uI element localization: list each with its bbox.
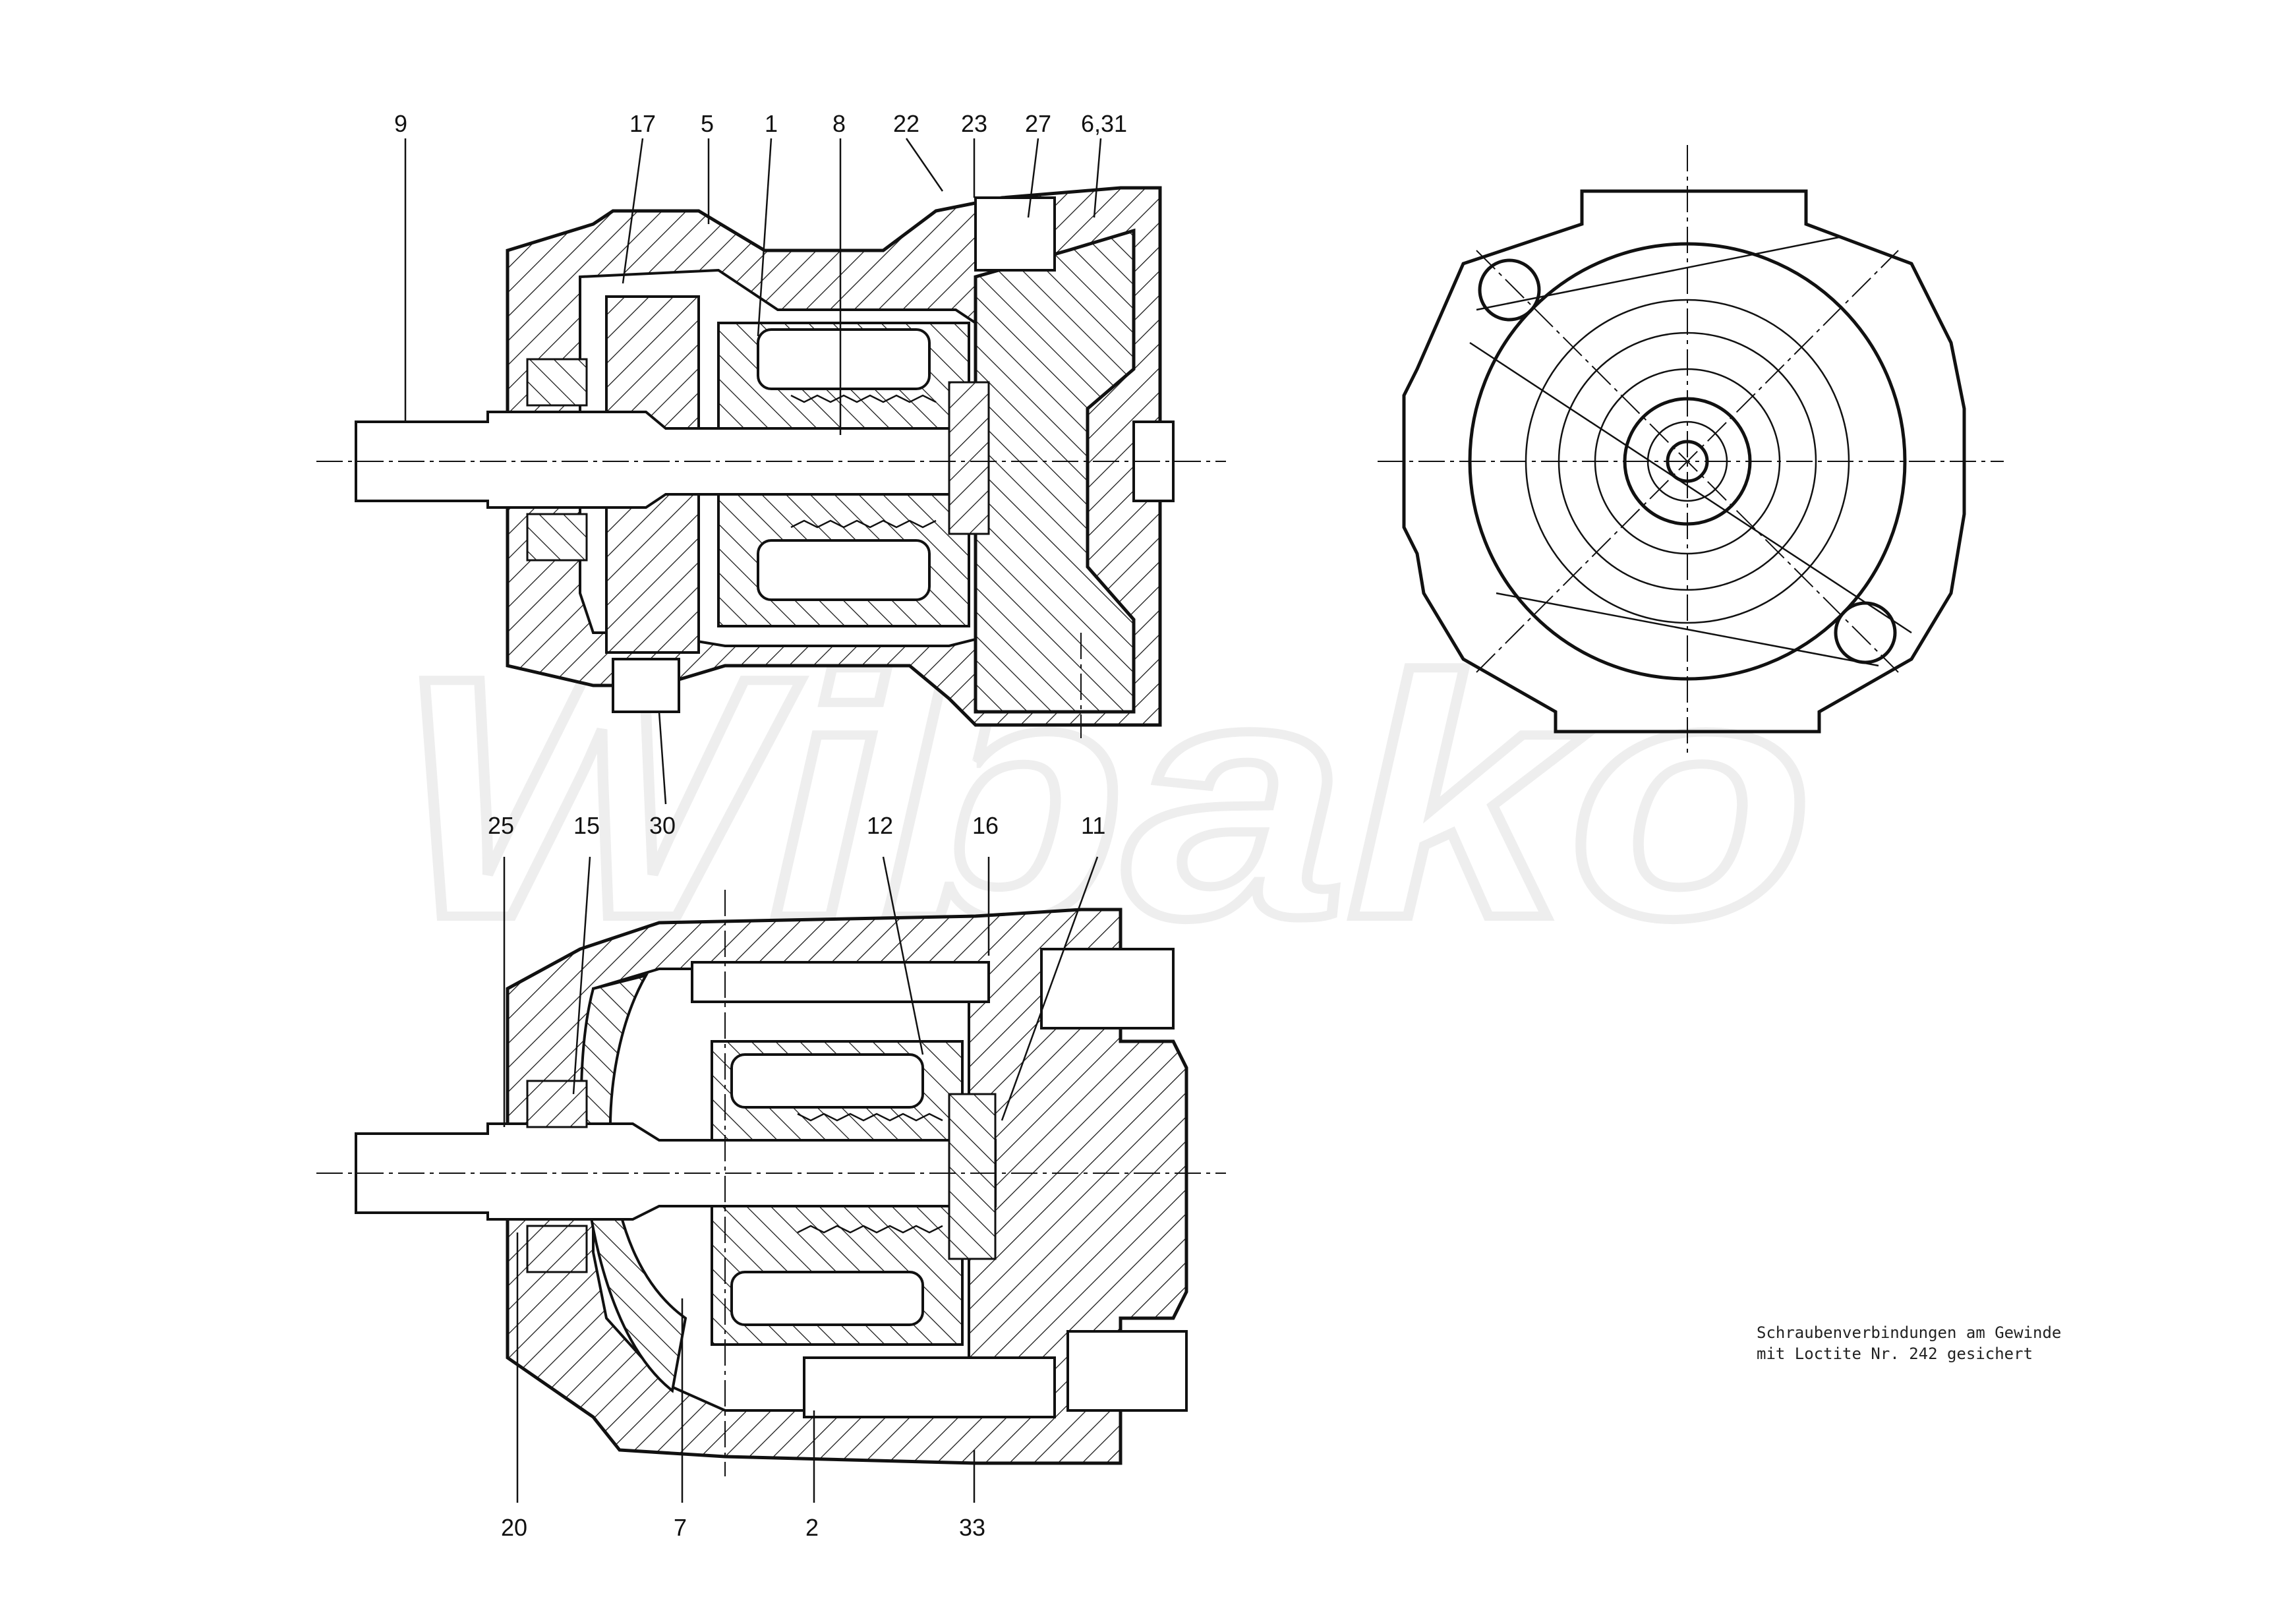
callout-1: 1 (765, 110, 778, 137)
callout-12: 12 (867, 812, 893, 839)
callout-8: 8 (832, 110, 846, 137)
drain-plug-30 (612, 658, 680, 713)
callout-16: 16 (972, 812, 999, 839)
pump-end-view (1378, 145, 2004, 758)
callout-22: 22 (893, 110, 919, 137)
bearing-rear (948, 381, 990, 535)
callout-6-31: 6,31 (1081, 110, 1127, 137)
spring-bottom (797, 1113, 943, 1234)
callouts-bottom: 25 15 12 16 11 20 7 2 33 (488, 812, 1105, 1541)
piston-upper (757, 328, 931, 390)
pump-side-section-bottom (316, 890, 1226, 1476)
callout-5: 5 (701, 110, 714, 137)
leader-lines (404, 138, 1102, 1503)
end-cover-top (974, 228, 1136, 714)
control-piston-top (691, 961, 990, 1003)
control-piston-bottom (803, 1356, 1056, 1418)
note-line-1: Schraubenverbindungen am Gewinde (1757, 1323, 2061, 1342)
end-view-bolt-hole-lower-right (1834, 601, 1897, 664)
fitting-27 (974, 196, 1056, 272)
piston-bottom-upper (730, 1053, 924, 1109)
end-view-bolt-hole-upper-left (1478, 258, 1541, 322)
callout-33: 33 (959, 1514, 985, 1541)
assembly-note: Schraubenverbindungen am Gewinde mit Loc… (1757, 1323, 2061, 1363)
bearing-bottom-lower (526, 1225, 588, 1273)
bearing-front-upper (526, 358, 588, 407)
pump-side-section-top (316, 186, 1226, 738)
end-fitting-upper (1040, 948, 1175, 1030)
end-fitting-lower (1066, 1330, 1188, 1412)
callout-7: 7 (674, 1514, 687, 1541)
bearing-bottom-upper (526, 1080, 588, 1128)
piston-bottom-lower (730, 1271, 924, 1326)
callout-23: 23 (961, 110, 987, 137)
callout-20: 20 (501, 1514, 527, 1541)
note-line-2: mit Loctite Nr. 242 gesichert (1757, 1345, 2033, 1363)
callout-9: 9 (394, 110, 407, 137)
spring-top (790, 394, 937, 529)
piston-lower (757, 539, 931, 601)
callouts-top: 9 17 5 1 8 22 23 27 6,31 30 (394, 110, 1127, 839)
callout-11: 11 (1081, 812, 1105, 839)
callout-25: 25 (488, 812, 514, 839)
callout-27: 27 (1025, 110, 1051, 137)
callout-30: 30 (649, 812, 676, 839)
bearing-front-lower (526, 513, 588, 562)
end-view-centerline-d2 (1476, 250, 1899, 673)
rear-bearing-bottom (948, 1093, 997, 1260)
callout-15: 15 (573, 812, 600, 839)
callout-17: 17 (629, 110, 656, 137)
callout-2: 2 (805, 1514, 819, 1541)
